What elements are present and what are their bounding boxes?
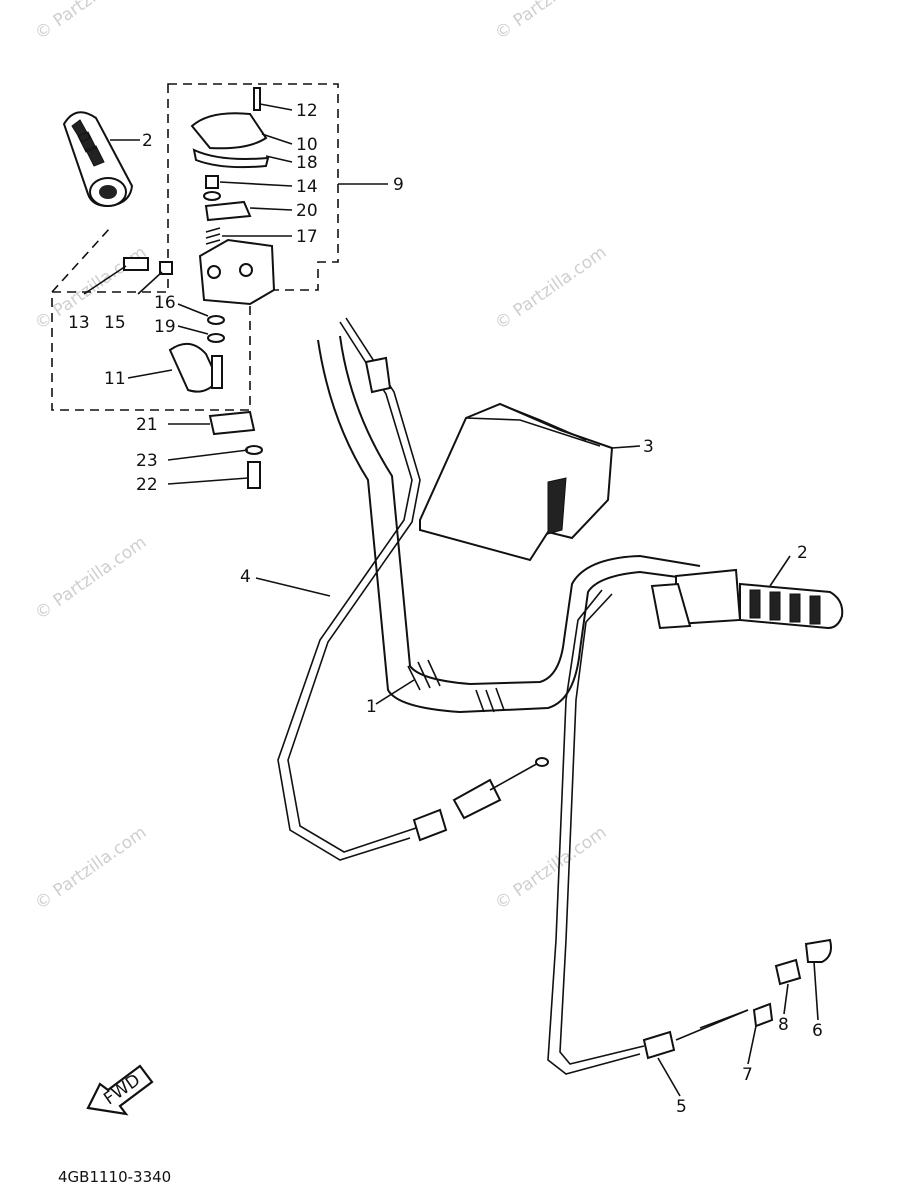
callout-5: 5 [676, 1097, 687, 1117]
callout-23: 23 [136, 451, 158, 471]
right-grip [650, 568, 844, 630]
callout-21: 21 [136, 415, 158, 435]
callout-9: 9 [393, 175, 404, 195]
callout-labels: 1 2 2 3 4 5 6 7 8 9 10 11 12 13 14 15 16… [68, 101, 823, 1117]
callout-7: 7 [742, 1065, 753, 1085]
callout-17: 17 [296, 227, 318, 247]
callout-4: 4 [240, 567, 251, 587]
handlebar-cover [419, 402, 614, 562]
callout-2: 2 [797, 543, 808, 563]
callout-15: 15 [104, 313, 126, 333]
left-grip [62, 111, 134, 208]
watermark: © Partzilla.com [31, 532, 150, 624]
callout-10: 10 [296, 135, 318, 155]
watermark: © Partzilla.com [31, 0, 150, 44]
callout-1: 1 [366, 697, 377, 717]
callout-14: 14 [296, 177, 318, 197]
watermark: © Partzilla.com [31, 242, 150, 334]
forward-direction-arrow-icon: FWD [86, 1064, 154, 1116]
callout-19: 19 [154, 317, 176, 337]
callout-20: 20 [296, 201, 318, 221]
callout-22: 22 [136, 475, 158, 495]
callout-3: 3 [643, 437, 654, 457]
watermark: © Partzilla.com [491, 822, 610, 914]
watermark: © Partzilla.com [491, 0, 610, 44]
watermark: © Partzilla.com [491, 242, 610, 334]
callout-18: 18 [296, 153, 318, 173]
brake-cable [547, 589, 832, 1075]
throttle-assembly-box [51, 83, 339, 411]
callout-16: 16 [154, 293, 176, 313]
callout-8: 8 [778, 1015, 789, 1035]
callout-2: 2 [142, 131, 153, 151]
throttle-cable [277, 317, 549, 861]
catalog-code: 4GB1110-3340 [58, 1168, 171, 1186]
callout-6: 6 [812, 1021, 823, 1041]
callout-13: 13 [68, 313, 90, 333]
callout-12: 12 [296, 101, 318, 121]
leader-lines [83, 103, 819, 1097]
throttle-housing-parts [123, 87, 276, 489]
callout-11: 11 [104, 369, 126, 389]
watermark: © Partzilla.com [31, 822, 150, 914]
